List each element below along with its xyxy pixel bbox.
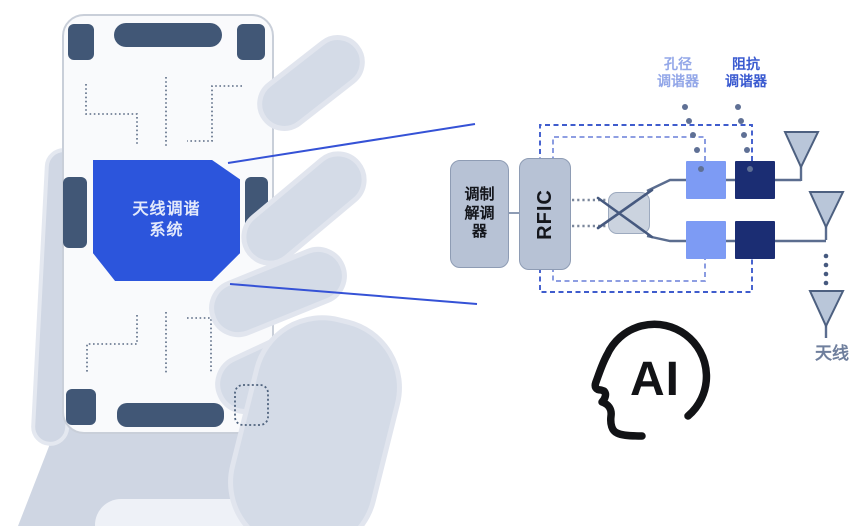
modem-label: 调制解调器 xyxy=(464,185,495,241)
phone-antenna-block-bottom-left xyxy=(66,389,96,425)
phone-top-bar xyxy=(114,23,222,47)
aperture-tuner-block-2 xyxy=(686,221,726,259)
aperture-label-line1: 孔径 xyxy=(664,56,692,72)
crossbar-switch-box xyxy=(608,192,650,234)
impedance-tuner-label: 阻抗 调谐器 xyxy=(708,56,784,90)
impedance-label-line1: 阻抗 xyxy=(732,56,760,72)
rfic-box: RFIC xyxy=(519,158,571,270)
aperture-tuner-label: 孔径 调谐器 xyxy=(640,56,716,90)
chip-label-line1: 天线调谐 xyxy=(132,200,201,218)
phone-antenna-block-top-right xyxy=(237,24,265,60)
chip-label-line2: 系统 xyxy=(149,221,184,239)
impedance-tuner-block-1 xyxy=(735,161,775,199)
antenna-tuning-chip-label: 天线调谐 系统 xyxy=(132,200,200,242)
impedance-label-line2: 调谐器 xyxy=(725,72,767,89)
phone-antenna-block-top-left xyxy=(68,24,94,60)
impedance-tuner-block-2 xyxy=(735,221,775,259)
antenna-label: 天线 xyxy=(815,344,849,363)
antenna-tuning-chip: 天线调谐 系统 xyxy=(93,160,240,281)
modem-box: 调制解调器 xyxy=(450,160,509,268)
aperture-label-line2: 调谐器 xyxy=(657,72,699,89)
rfic-label: RFIC xyxy=(533,188,556,240)
phone-bottom-bar xyxy=(117,403,224,427)
phone-antenna-block-mid-left xyxy=(63,177,87,248)
ai-label: AI xyxy=(630,353,680,406)
aperture-tuner-block-1 xyxy=(686,161,726,199)
